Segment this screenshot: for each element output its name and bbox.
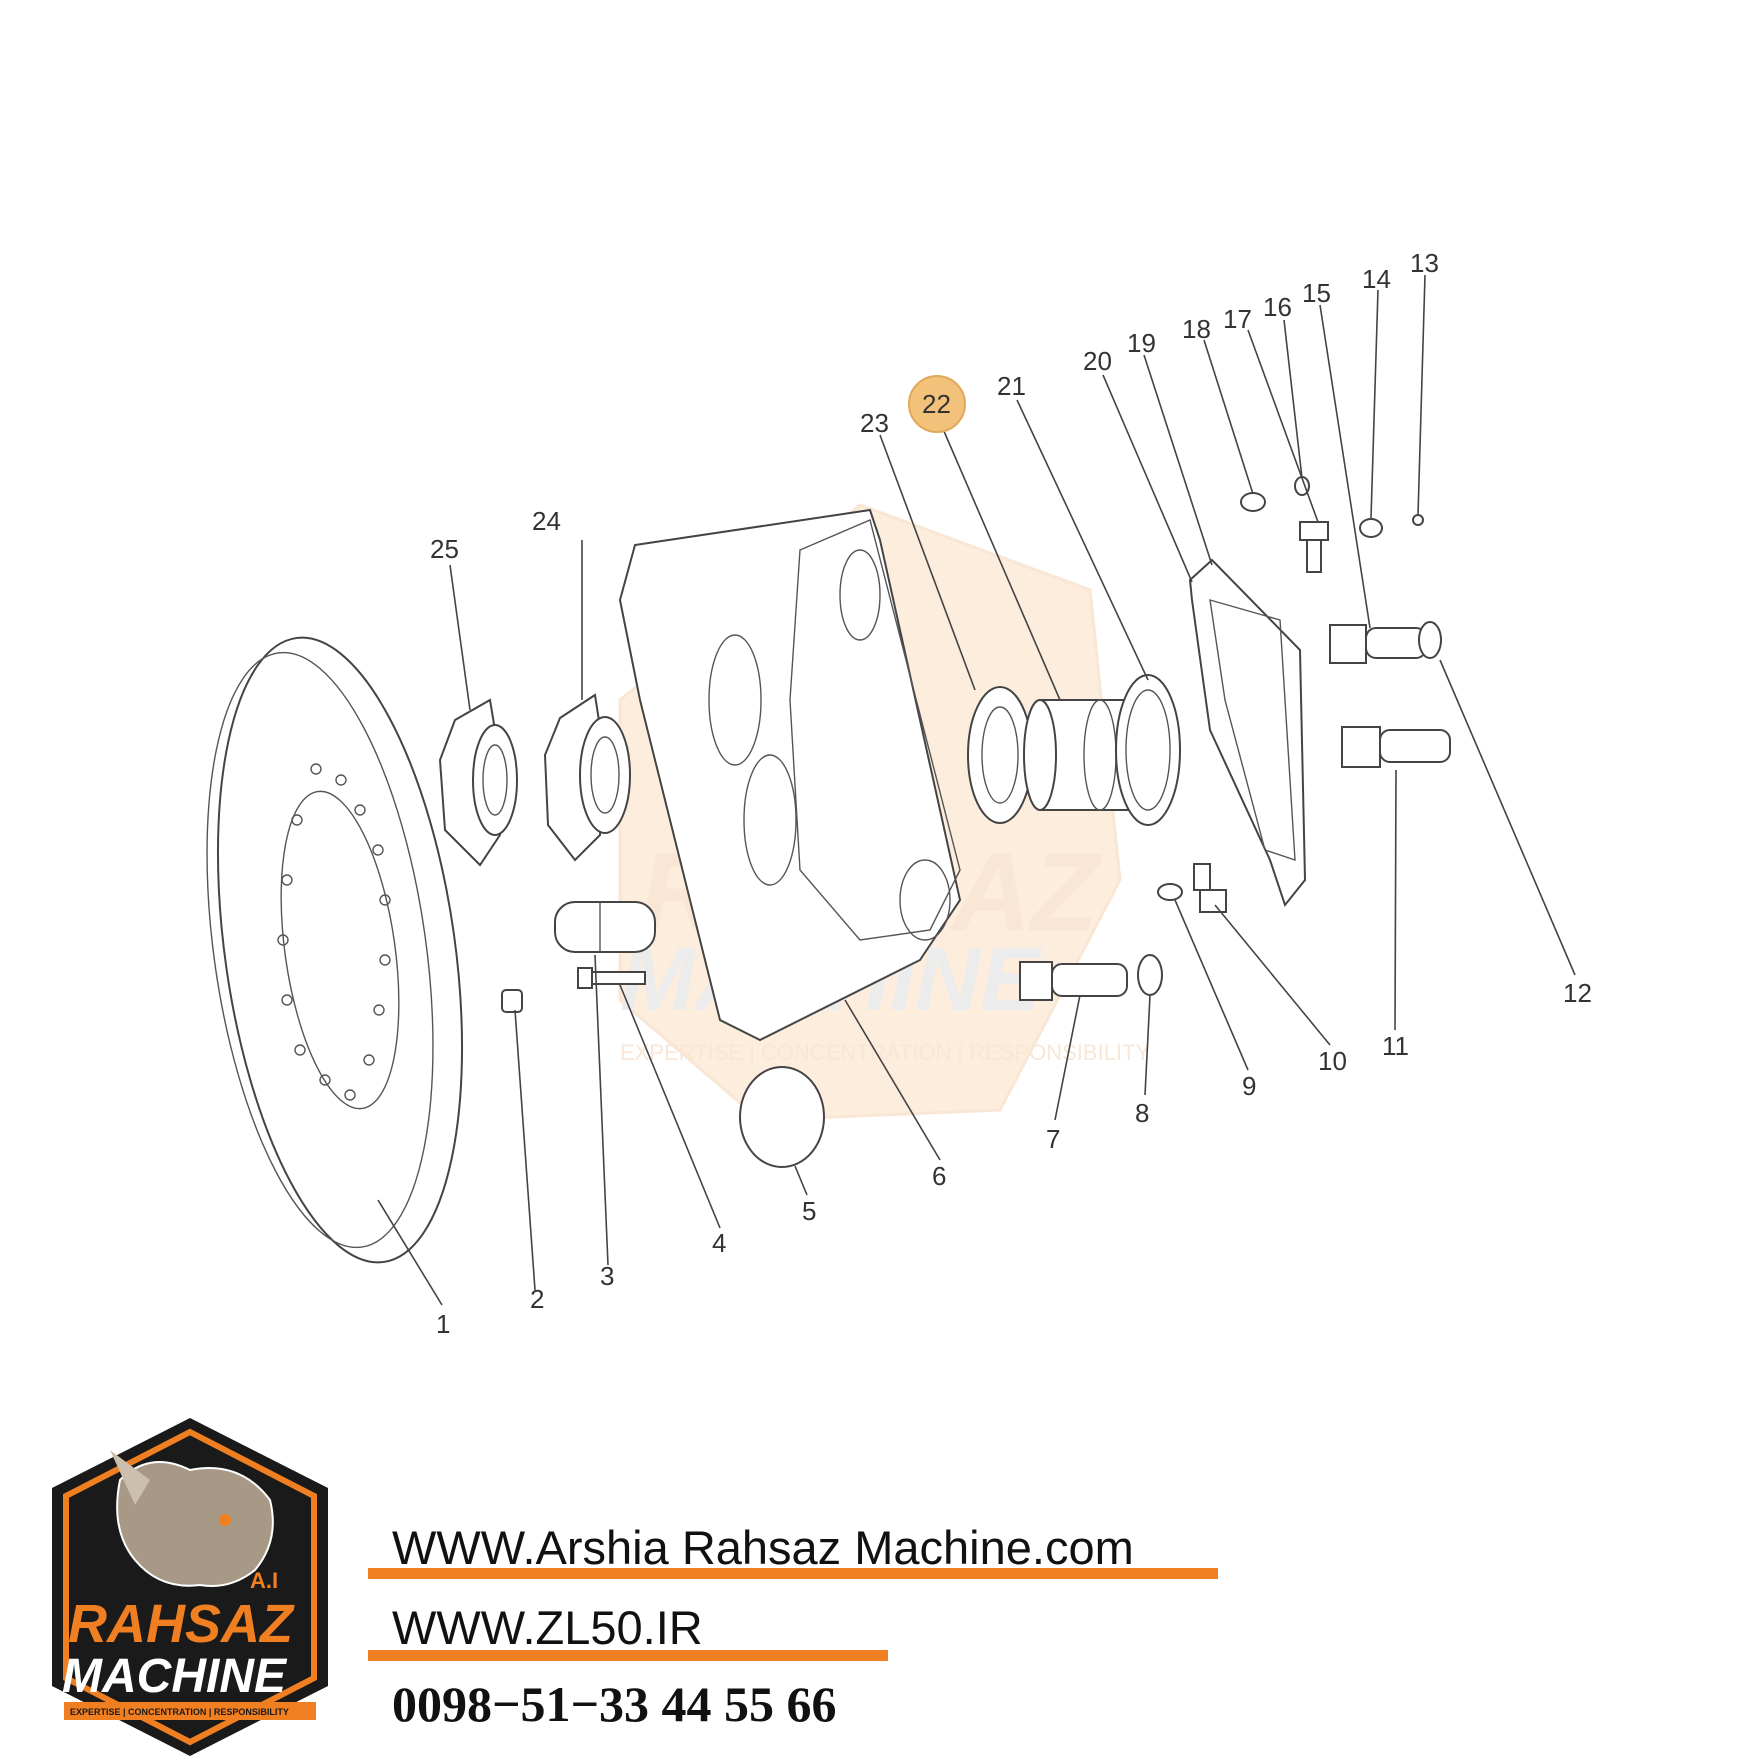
nut-9	[1157, 883, 1183, 901]
part-labels: 1 2 3 4 5 6 7 8 9 10 11 12 13 14 15 16 1…	[430, 248, 1592, 1339]
footer: A.I RAHSAZ MACHINE EXPERTISE | CONCENTRA…	[0, 1410, 1764, 1764]
label-3: 3	[600, 1261, 614, 1291]
label-22: 22	[922, 389, 951, 419]
label-8: 8	[1135, 1098, 1149, 1128]
label-10: 10	[1318, 1046, 1347, 1076]
label-11: 11	[1382, 1031, 1409, 1061]
logo-brand-line2: MACHINE	[62, 1650, 288, 1703]
exploded-parts-diagram: RAHSAZ MACHINE EXPERTISE | CONCENTRATION…	[206, 248, 1592, 1339]
phone-number: 0098−51−33 44 55 66	[392, 1676, 837, 1732]
seal-ring-21	[1115, 674, 1181, 826]
label-19: 19	[1127, 328, 1156, 358]
label-23: 23	[860, 408, 889, 438]
label-4: 4	[712, 1228, 726, 1258]
label-5: 5	[802, 1196, 816, 1226]
bolt-11	[1341, 726, 1451, 768]
small-bushing	[501, 989, 523, 1013]
flange-25	[438, 698, 518, 867]
washer-12	[1418, 621, 1442, 659]
leader-lines	[377, 274, 1576, 1306]
brake-disc	[206, 636, 464, 1264]
part-18	[1240, 492, 1266, 512]
label-13: 13	[1410, 248, 1439, 278]
label-14: 14	[1362, 264, 1391, 294]
label-1: 1	[436, 1309, 450, 1339]
logo-tagline: EXPERTISE | CONCENTRATION | RESPONSIBILI…	[70, 1707, 289, 1717]
bleed-bolt	[577, 967, 646, 989]
label-20: 20	[1083, 346, 1112, 376]
part-14	[1359, 518, 1383, 538]
label-7: 7	[1046, 1124, 1060, 1154]
rhino-head-icon	[110, 1450, 274, 1587]
brake-pad	[1188, 558, 1307, 908]
logo-initials: A.I	[250, 1568, 278, 1593]
highlight-marker	[908, 375, 966, 433]
label-2: 2	[530, 1284, 544, 1314]
part-13	[1412, 514, 1424, 526]
watermark-tagline: EXPERTISE | CONCENTRATION | RESPONSIBILI…	[620, 1040, 1150, 1065]
o-ring	[739, 1066, 825, 1168]
accent-rule-2	[368, 1650, 888, 1661]
pin-7	[1019, 961, 1128, 1001]
accent-rule-1	[368, 1568, 1218, 1579]
label-21: 21	[997, 371, 1026, 401]
washer-8	[1137, 954, 1163, 996]
brand-logo: A.I RAHSAZ MACHINE EXPERTISE | CONCENTRA…	[52, 1418, 328, 1756]
flange-24	[543, 693, 631, 862]
logo-brand-line1: RAHSAZ	[68, 1594, 295, 1654]
website-primary[interactable]: WWW.Arshia Rahsaz Machine.com	[392, 1521, 1134, 1574]
caliper-body	[618, 508, 962, 1042]
label-25: 25	[430, 534, 459, 564]
piston-pin	[554, 901, 656, 953]
label-15: 15	[1302, 278, 1331, 308]
label-16: 16	[1263, 292, 1292, 322]
label-6: 6	[932, 1161, 946, 1191]
website-secondary[interactable]: WWW.ZL50.IR	[392, 1601, 703, 1654]
label-9: 9	[1242, 1071, 1256, 1101]
label-17: 17	[1223, 304, 1252, 334]
bolt-15	[1329, 624, 1427, 664]
label-24: 24	[532, 506, 561, 536]
bolt-10	[1193, 863, 1227, 913]
label-12: 12	[1563, 978, 1592, 1008]
part-17	[1299, 521, 1329, 573]
label-18: 18	[1182, 314, 1211, 344]
